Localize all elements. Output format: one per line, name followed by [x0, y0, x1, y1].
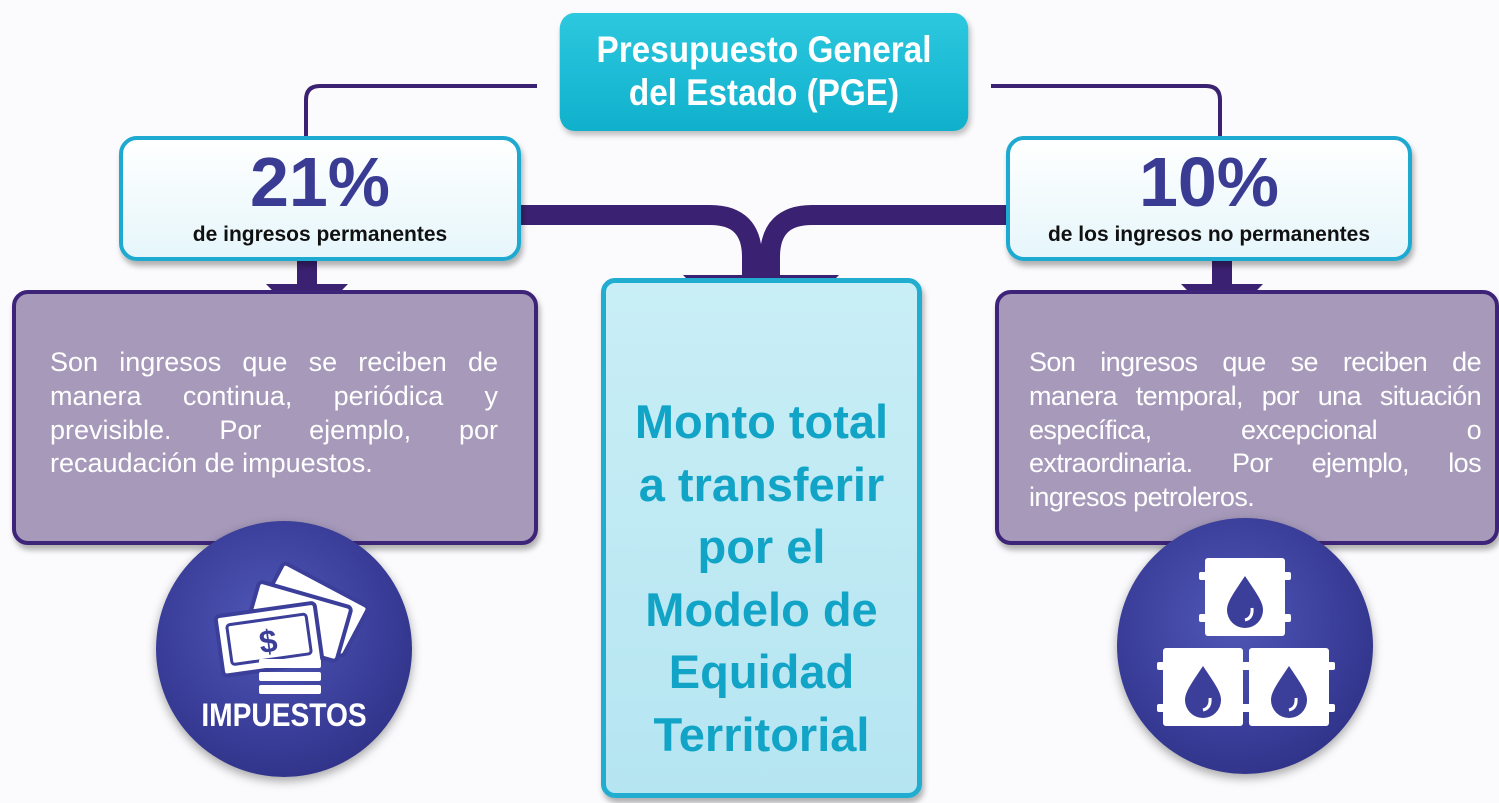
title-line-2: del Estado (PGE)	[628, 72, 900, 113]
total-transfer-box: Monto total a transferir por el Modelo d…	[601, 278, 922, 798]
oil-circle	[1117, 518, 1373, 774]
left-arrow-shaft	[297, 255, 317, 285]
center-line-3: por el	[697, 520, 826, 573]
taxes-circle: $ IMPUESTOS	[156, 521, 412, 777]
money-bills-icon: $	[213, 561, 370, 694]
taxes-label: IMPUESTOS	[201, 697, 367, 733]
oil-barrels-icon	[1157, 558, 1335, 726]
non-permanent-caption: de los ingresos no permanentes	[1047, 222, 1371, 246]
title-line-1: Presupuesto General	[596, 29, 932, 71]
non-permanent-description: Son ingresos que se reciben de manera te…	[995, 290, 1499, 545]
center-line-6: Territorial	[653, 707, 870, 761]
connector-left-to-center	[515, 205, 762, 290]
connector-title-left	[304, 84, 537, 136]
permanent-percent: 21%	[249, 142, 391, 221]
permanent-caption: de ingresos permanentes	[192, 222, 448, 246]
connector-right-to-center	[760, 205, 1008, 290]
center-line-5: Equidad	[668, 645, 855, 698]
total-transfer-text: Monto total a transferir por el Modelo d…	[606, 391, 917, 766]
title-box: Presupuesto General del Estado (PGE)	[559, 13, 969, 131]
permanent-income-box: 21% de ingresos permanentes	[119, 136, 521, 261]
non-permanent-percent: 10%	[1138, 142, 1280, 221]
center-line-2: a transferir	[638, 457, 885, 511]
center-line-1: Monto total	[634, 395, 889, 448]
permanent-description: Son ingresos que se reciben de manera co…	[12, 290, 538, 545]
svg-text:$: $	[257, 622, 280, 660]
center-line-4: Modelo de	[645, 582, 878, 636]
connector-title-right	[991, 84, 1222, 136]
non-permanent-income-box: 10% de los ingresos no permanentes	[1006, 136, 1412, 261]
right-arrow-shaft	[1212, 255, 1232, 285]
